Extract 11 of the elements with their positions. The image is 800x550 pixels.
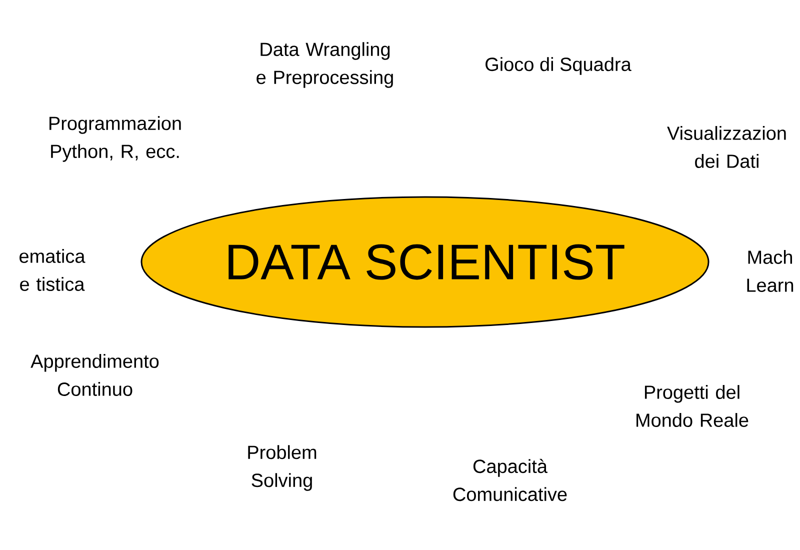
skill-label: Data Wrangling e Preprocessing [256, 42, 393, 88]
skill-label: Mach Learn [747, 250, 794, 292]
skill-label: Capacità Comunicative [453, 458, 567, 502]
ellipse-node: DATA SCIENTIST [140, 196, 710, 328]
skill-label: ematica e tistica [20, 249, 86, 291]
skill-label: Problem Solving [248, 445, 316, 491]
skill-label: Visualizzazion dei Dati [667, 126, 786, 168]
skill-label: Progetti del Mondo Reale [636, 385, 748, 427]
skill-label: Programmazion Python, R, ecc. [50, 116, 181, 162]
skill-label: Gioco di Squadra [486, 57, 632, 75]
skill-label: Apprendimento Continuo [30, 354, 159, 396]
